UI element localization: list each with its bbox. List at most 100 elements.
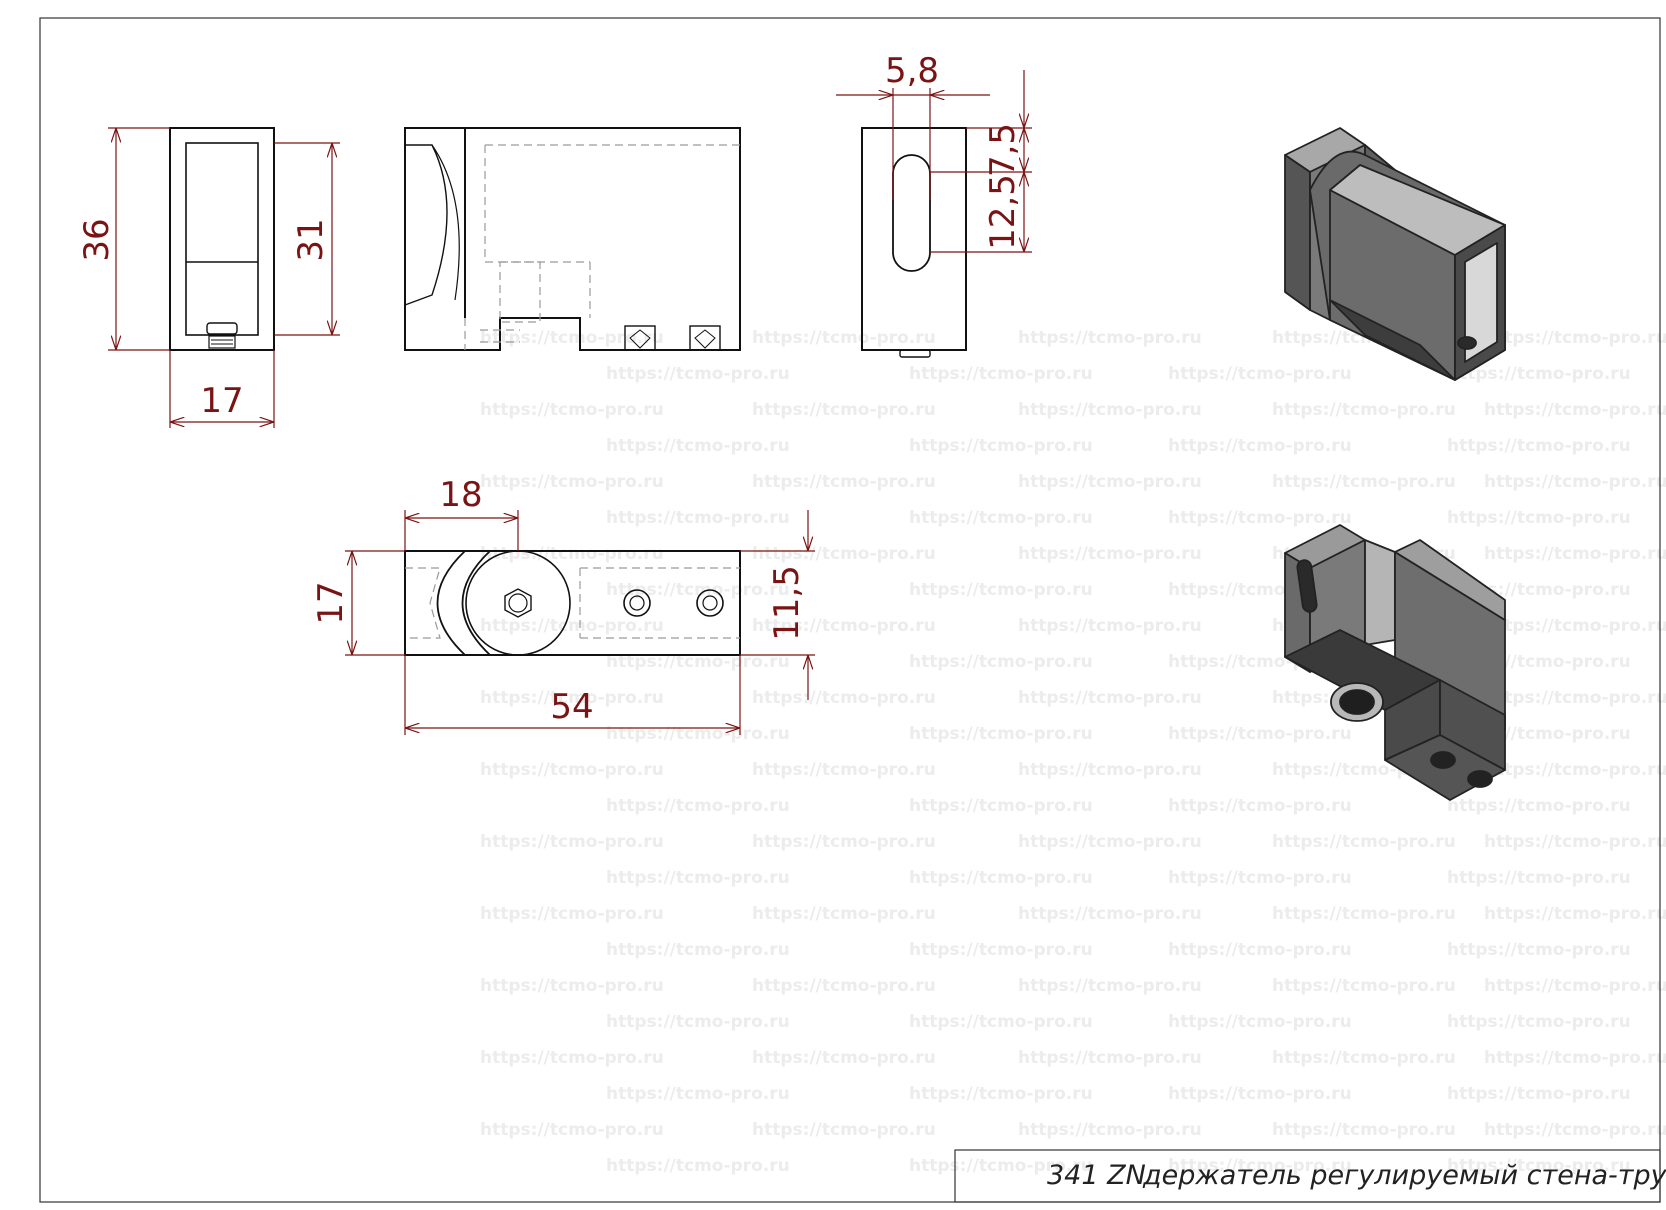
watermark-text: https://tcmo-pro.ru xyxy=(606,436,790,456)
isometric-view-upper xyxy=(1284,127,1506,381)
watermark-text: https://tcmo-pro.ru xyxy=(606,1156,790,1176)
dim-front-inner-height: 31 xyxy=(291,218,331,261)
top-view-hidden-lines xyxy=(405,567,740,639)
watermark-text: https://tcmo-pro.ru xyxy=(909,1084,1093,1104)
watermark-text: https://tcmo-pro.ru xyxy=(1447,508,1631,528)
watermark-text: https://tcmo-pro.ru xyxy=(1447,436,1631,456)
watermark-text: https://tcmo-pro.ru xyxy=(1484,1120,1666,1140)
watermark-text: https://tcmo-pro.ru xyxy=(909,724,1093,744)
watermark-text: https://tcmo-pro.ru xyxy=(752,544,936,564)
watermark-text: https://tcmo-pro.ru xyxy=(1168,436,1352,456)
watermark-text: https://tcmo-pro.ru xyxy=(480,688,664,708)
watermark-text: https://tcmo-pro.ru xyxy=(1484,688,1666,708)
dim-top-length: 54 xyxy=(550,687,593,727)
watermark-text: https://tcmo-pro.ru xyxy=(1018,832,1202,852)
watermark-text: https://tcmo-pro.ru xyxy=(1018,544,1202,564)
watermark-text: https://tcmo-pro.ru xyxy=(480,1120,664,1140)
dim-slot-length: 12,5 xyxy=(983,174,1023,250)
watermark-text: https://tcmo-pro.ru xyxy=(1272,832,1456,852)
watermark-text: https://tcmo-pro.ru xyxy=(1484,832,1666,852)
watermark-text: https://tcmo-pro.ru xyxy=(909,652,1093,672)
watermark-text: https://tcmo-pro.ru xyxy=(1447,940,1631,960)
watermark-text: https://tcmo-pro.ru xyxy=(480,400,664,420)
watermark-text: https://tcmo-pro.ru xyxy=(606,1012,790,1032)
isometric-view-lower xyxy=(1284,524,1506,801)
watermark-text: https://tcmo-pro.ru xyxy=(909,1012,1093,1032)
watermark-text: https://tcmo-pro.ru xyxy=(1168,724,1352,744)
watermark-text: https://tcmo-pro.ru xyxy=(606,580,790,600)
top-view xyxy=(404,550,741,656)
watermark-text: https://tcmo-pro.ru xyxy=(1272,472,1456,492)
watermark-text: https://tcmo-pro.ru xyxy=(1168,508,1352,528)
watermark-text: https://tcmo-pro.ru xyxy=(1272,976,1456,996)
watermark-text: https://tcmo-pro.ru xyxy=(1018,616,1202,636)
watermark-text: https://tcmo-pro.ru xyxy=(1168,1012,1352,1032)
watermark-text: https://tcmo-pro.ru xyxy=(480,328,664,348)
watermark-text: https://tcmo-pro.ru xyxy=(606,508,790,528)
watermark-text: https://tcmo-pro.ru xyxy=(1168,1156,1352,1176)
watermark-text: https://tcmo-pro.ru xyxy=(606,796,790,816)
watermark-text: https://tcmo-pro.ru xyxy=(1018,904,1202,924)
watermark-text: https://tcmo-pro.ru xyxy=(1447,796,1631,816)
side-view xyxy=(404,127,741,351)
dim-top-offset: 18 xyxy=(439,475,482,515)
top-view-dimensions xyxy=(345,510,815,735)
front-view xyxy=(169,127,275,351)
watermark-text: https://tcmo-pro.ru xyxy=(606,868,790,888)
watermark-text: https://tcmo-pro.ru xyxy=(909,364,1093,384)
end-view-dimensions xyxy=(836,70,1032,253)
watermark-text: https://tcmo-pro.ru xyxy=(1447,868,1631,888)
dim-slot-width: 5,8 xyxy=(885,51,939,91)
watermark-text: https://tcmo-pro.ru xyxy=(606,364,790,384)
dim-front-width: 17 xyxy=(200,381,243,421)
part-name: держатель регулируемый стена-труба xyxy=(1142,1160,1666,1191)
watermark-text: https://tcmo-pro.ru xyxy=(480,832,664,852)
watermark-text: https://tcmo-pro.ru xyxy=(1484,616,1666,636)
watermark-text: https://tcmo-pro.ru xyxy=(606,940,790,960)
watermark-text: https://tcmo-pro.ru xyxy=(909,436,1093,456)
end-view xyxy=(861,127,967,358)
watermark-text: https://tcmo-pro.ru xyxy=(480,616,664,636)
dim-top-edge: 11,5 xyxy=(767,565,807,641)
watermark-text: https://tcmo-pro.ru xyxy=(1018,760,1202,780)
watermark-text: https://tcmo-pro.ru xyxy=(1168,364,1352,384)
watermark-text: https://tcmo-pro.ru xyxy=(1272,1048,1456,1068)
watermark-text: https://tcmo-pro.ru xyxy=(480,976,664,996)
watermark-text: https://tcmo-pro.ru xyxy=(606,724,790,744)
watermark-text: https://tcmo-pro.ru xyxy=(1484,400,1666,420)
drawing-frame xyxy=(39,17,1661,1203)
watermark-text: https://tcmo-pro.ru xyxy=(752,616,936,636)
watermark-text: https://tcmo-pro.ru xyxy=(1018,1048,1202,1068)
watermark-text: https://tcmo-pro.ru xyxy=(752,976,936,996)
watermark-text: https://tcmo-pro.ru xyxy=(1018,400,1202,420)
watermark-text: https://tcmo-pro.ru xyxy=(1272,400,1456,420)
watermark-text: https://tcmo-pro.ru xyxy=(1484,1048,1666,1068)
watermark-text: https://tcmo-pro.ru xyxy=(1168,940,1352,960)
watermark-text: https://tcmo-pro.ru xyxy=(909,796,1093,816)
watermark-text: https://tcmo-pro.ru xyxy=(1447,1084,1631,1104)
watermark-text: https://tcmo-pro.ru xyxy=(1484,904,1666,924)
dim-front-height: 36 xyxy=(77,218,117,261)
watermark-text: https://tcmo-pro.ru xyxy=(480,904,664,924)
watermark-text: https://tcmo-pro.ru xyxy=(1018,472,1202,492)
watermark-text: https://tcmo-pro.ru xyxy=(606,652,790,672)
watermark-text: https://tcmo-pro.ru xyxy=(752,904,936,924)
watermark-text: https://tcmo-pro.ru xyxy=(752,400,936,420)
watermark-text: https://tcmo-pro.ru xyxy=(1018,328,1202,348)
watermark-text: https://tcmo-pro.ru xyxy=(1484,976,1666,996)
watermark-text: https://tcmo-pro.ru xyxy=(1168,1084,1352,1104)
watermark-text: https://tcmo-pro.ru xyxy=(752,328,936,348)
watermark-text: https://tcmo-pro.ru xyxy=(1272,1120,1456,1140)
watermark-text: https://tcmo-pro.ru xyxy=(1484,544,1666,564)
front-view-dimensions xyxy=(108,127,340,428)
watermark-text: https://tcmo-pro.ru xyxy=(1484,760,1666,780)
watermark-text: https://tcmo-pro.ru xyxy=(752,1048,936,1068)
watermark-text: https://tcmo-pro.ru xyxy=(752,760,936,780)
watermark-text: https://tcmo-pro.ru xyxy=(752,688,936,708)
watermark-text: https://tcmo-pro.ru xyxy=(909,868,1093,888)
watermark-text: https://tcmo-pro.ru xyxy=(1484,328,1666,348)
watermark-text: https://tcmo-pro.ru xyxy=(606,1084,790,1104)
watermark-text: https://tcmo-pro.ru xyxy=(480,472,664,492)
watermark-text: https://tcmo-pro.ru xyxy=(480,1048,664,1068)
